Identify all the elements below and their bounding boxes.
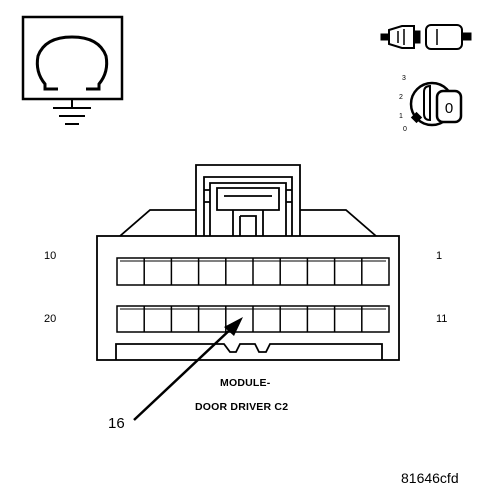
pin-label-10: 10 <box>44 250 57 262</box>
ignition-key-value: 0 <box>445 100 453 117</box>
ignition-position-2: 2 <box>399 94 403 101</box>
connector-name-line2: DOOR DRIVER C2 <box>195 401 289 413</box>
pin-label-11: 11 <box>436 313 448 325</box>
ignition-position-3: 3 <box>402 75 406 82</box>
connector-housing <box>96 164 400 361</box>
ignition-key-icon <box>409 81 463 127</box>
cavity-row-top <box>116 257 390 286</box>
callout-pin-number: 16 <box>108 415 125 432</box>
connector-name-line1: MODULE- <box>220 377 271 389</box>
connector-disconnect-icon <box>380 24 472 50</box>
pin-label-20: 20 <box>44 313 57 325</box>
cavity-row-bottom <box>116 305 390 333</box>
pin-label-1: 1 <box>436 250 443 262</box>
ohmmeter-ground-icon <box>21 15 124 125</box>
figure-id: 81646cfd <box>401 470 459 486</box>
callout-arrow <box>133 317 243 421</box>
ignition-position-0: 0 <box>403 126 407 133</box>
ignition-position-1: 1 <box>399 113 403 120</box>
